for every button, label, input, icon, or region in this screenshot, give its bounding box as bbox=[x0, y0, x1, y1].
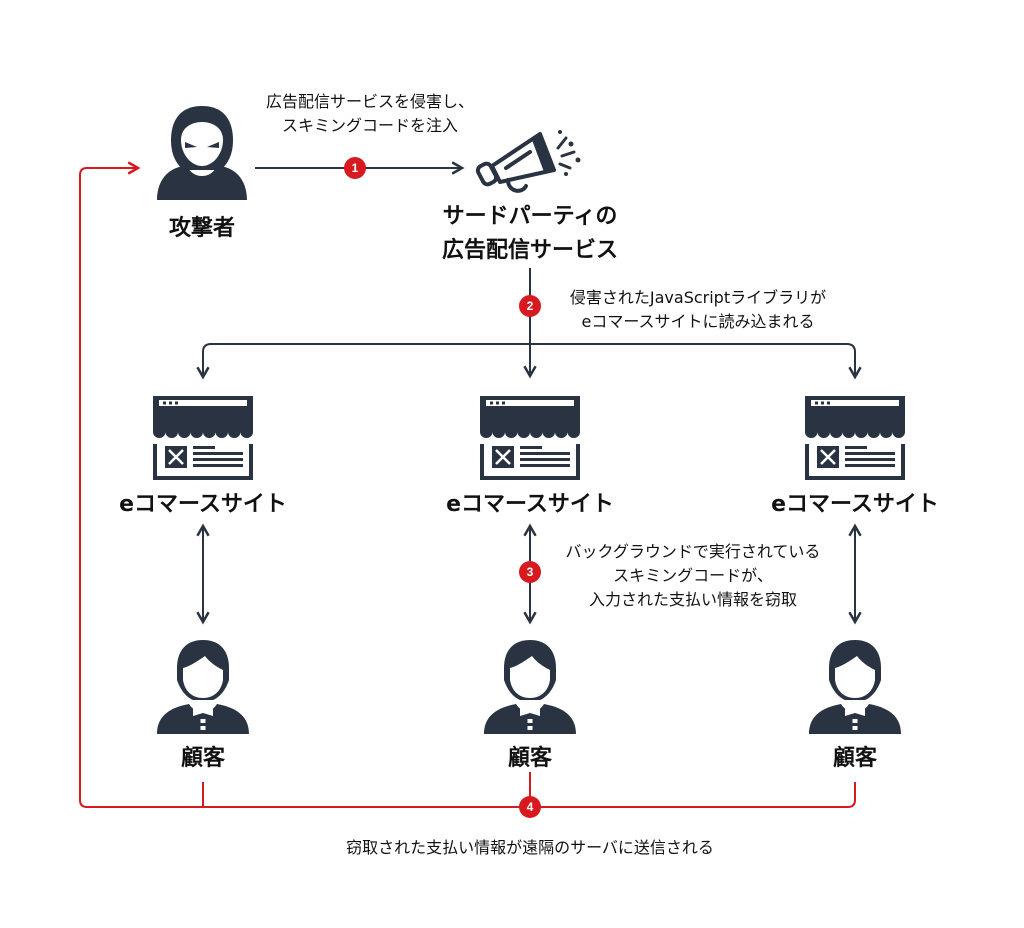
customer-icon bbox=[809, 640, 901, 734]
step-3-line-1: バックグラウンドで実行されている bbox=[565, 542, 821, 561]
step-4-badge: 4 bbox=[519, 796, 541, 818]
step-3-line-2: スキミングコードが、 bbox=[613, 566, 773, 585]
megaphone-icon bbox=[475, 130, 581, 193]
storefront-icon bbox=[805, 396, 905, 480]
customer-label: 顧客 bbox=[180, 746, 225, 771]
attacker-label: 攻撃者 bbox=[168, 216, 235, 241]
customer-icon bbox=[484, 640, 576, 734]
hacker-icon bbox=[157, 106, 247, 200]
ecommerce-site-label: eコマースサイト bbox=[119, 492, 287, 517]
customer-label: 顧客 bbox=[832, 746, 877, 771]
step-1-line-1: 広告配信サービスを侵害し、 bbox=[265, 92, 474, 111]
step-2-line-1: 侵害されたJavaScriptライブラリが bbox=[569, 288, 827, 307]
customer-label: 顧客 bbox=[507, 746, 552, 771]
ad-service-label-line1: サードパーティの bbox=[442, 204, 618, 229]
step-2-line-2: eコマースサイトに読み込まれる bbox=[581, 312, 815, 331]
customer-icon bbox=[157, 640, 249, 734]
step-3-line-3: 入力された支払い情報を窃取 bbox=[588, 590, 797, 609]
step-2-description: 侵害されたJavaScriptライブラリが eコマースサイトに読み込まれる bbox=[548, 286, 848, 334]
ecommerce-site-label: eコマースサイト bbox=[446, 492, 614, 517]
step-4-description: 窃取された支払い情報が遠隔のサーバに送信される bbox=[346, 838, 714, 857]
exfiltration-loop bbox=[79, 161, 856, 808]
step-2-badge: 2 bbox=[519, 295, 541, 317]
ecommerce-site-label: eコマースサイト bbox=[771, 492, 939, 517]
step-1-description: 広告配信サービスを侵害し、 スキミングコードを注入 bbox=[230, 90, 510, 138]
branch-line bbox=[202, 343, 856, 376]
step-1-line-2: スキミングコードを注入 bbox=[281, 116, 458, 135]
step-3-description: バックグラウンドで実行されている スキミングコードが、 入力された支払い情報を窃… bbox=[548, 540, 838, 612]
ad-service-label-line2: 広告配信サービス bbox=[441, 238, 618, 263]
step-1-badge: 1 bbox=[344, 157, 366, 179]
step-3-badge: 3 bbox=[519, 561, 541, 583]
storefront-icon bbox=[480, 396, 580, 480]
ad-service-label: サードパーティの 広告配信サービス bbox=[400, 200, 660, 268]
storefront-icon bbox=[153, 396, 253, 480]
